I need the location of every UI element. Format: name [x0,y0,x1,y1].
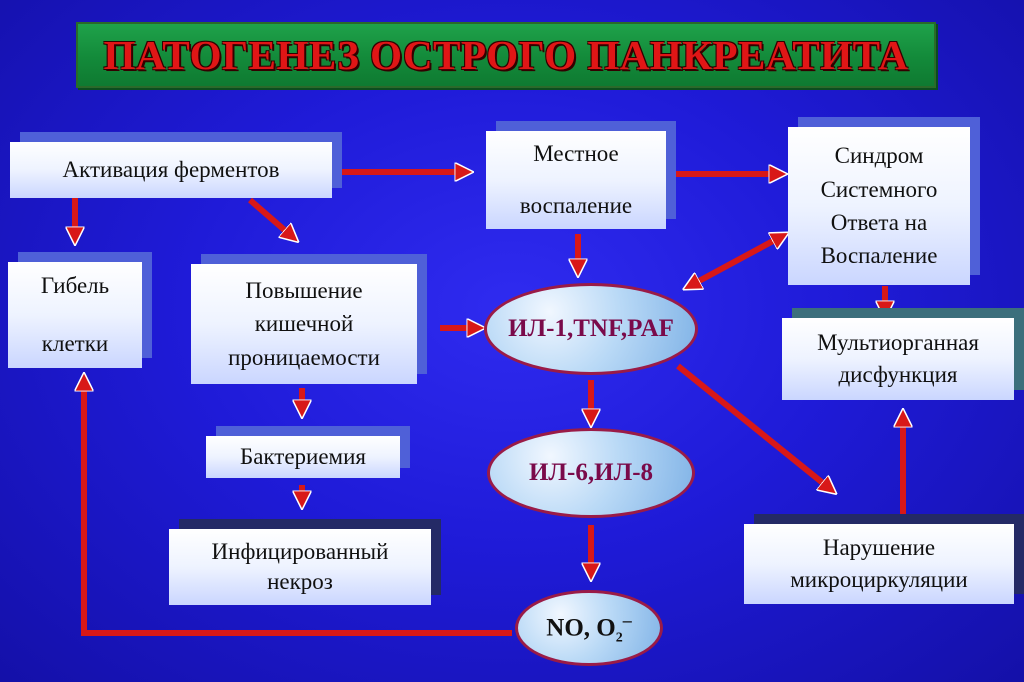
oval-label: NO, O2– [546,610,631,646]
box-enzyme-activation: Активация ферментов [10,142,332,198]
arrow-activation-to-permeability [248,197,296,240]
box-label-line2: кишечной [254,311,354,337]
oval-label-superscript: – [622,609,632,630]
box-bacteremia: Бактериемия [206,436,400,478]
oval-label: ИЛ-6,ИЛ-8 [528,459,654,486]
oval-no-o2: NO, O2– [515,590,663,666]
box-label-line1: Гибель [40,273,110,299]
box-microcirculation: Нарушение микроциркуляции [744,524,1014,604]
box-sirs: Синдром Системного Ответа на Воспаление [788,127,970,285]
box-multiorgan-dysfunction: Мультиорганная дисфункция [782,318,1014,400]
arrow-il1-to-microcirculation [676,363,834,492]
box-label-line2: клетки [41,331,109,356]
oval-label: ИЛ-1,TNF,PAF [508,315,674,342]
box-label-line3: проницаемости [228,344,380,370]
oval-il6-il8: ИЛ-6,ИЛ-8 [487,428,695,518]
box-label: Активация ферментов [62,157,280,183]
arrow-no-to-cell-death [84,376,512,636]
box-label-line1: Нарушение [822,534,936,560]
arrow-sirs-il1-bidirectional [686,234,786,288]
diagram-title: ПАТОГЕНЕЗ ОСТРОГО ПАНКРЕАТИТА [76,22,936,88]
box-local-inflammation: Местное воспаление [486,131,666,229]
box-label-line2: Системного [820,176,938,202]
box-label: Бактериемия [239,444,366,470]
box-label-line2: некроз [267,569,333,594]
box-label-line1: Инфицированный [211,539,389,565]
box-label-line1: Повышение [245,277,363,303]
box-cell-death: Гибель клетки [8,262,142,368]
box-label-line1: Мультиорганная [817,329,979,355]
box-intestinal-permeability: Повышение кишечной проницаемости [191,264,417,384]
box-label-line2: микроциркуляции [790,567,968,592]
box-label-line1: Синдром [834,143,924,169]
box-label-line1: Местное [533,141,619,167]
box-infected-necrosis: Инфицированный некроз [169,529,431,605]
oval-il1-tnf-paf: ИЛ-1,TNF,PAF [484,283,698,375]
box-label-line4: Воспаление [820,243,938,269]
box-label-line2: воспаление [519,193,633,218]
oval-label-subscript: 2 [615,630,623,646]
box-label-line2: дисфункция [838,362,958,387]
oval-label-main: NO, O [546,614,616,642]
box-label-line3: Ответа на [830,210,928,235]
